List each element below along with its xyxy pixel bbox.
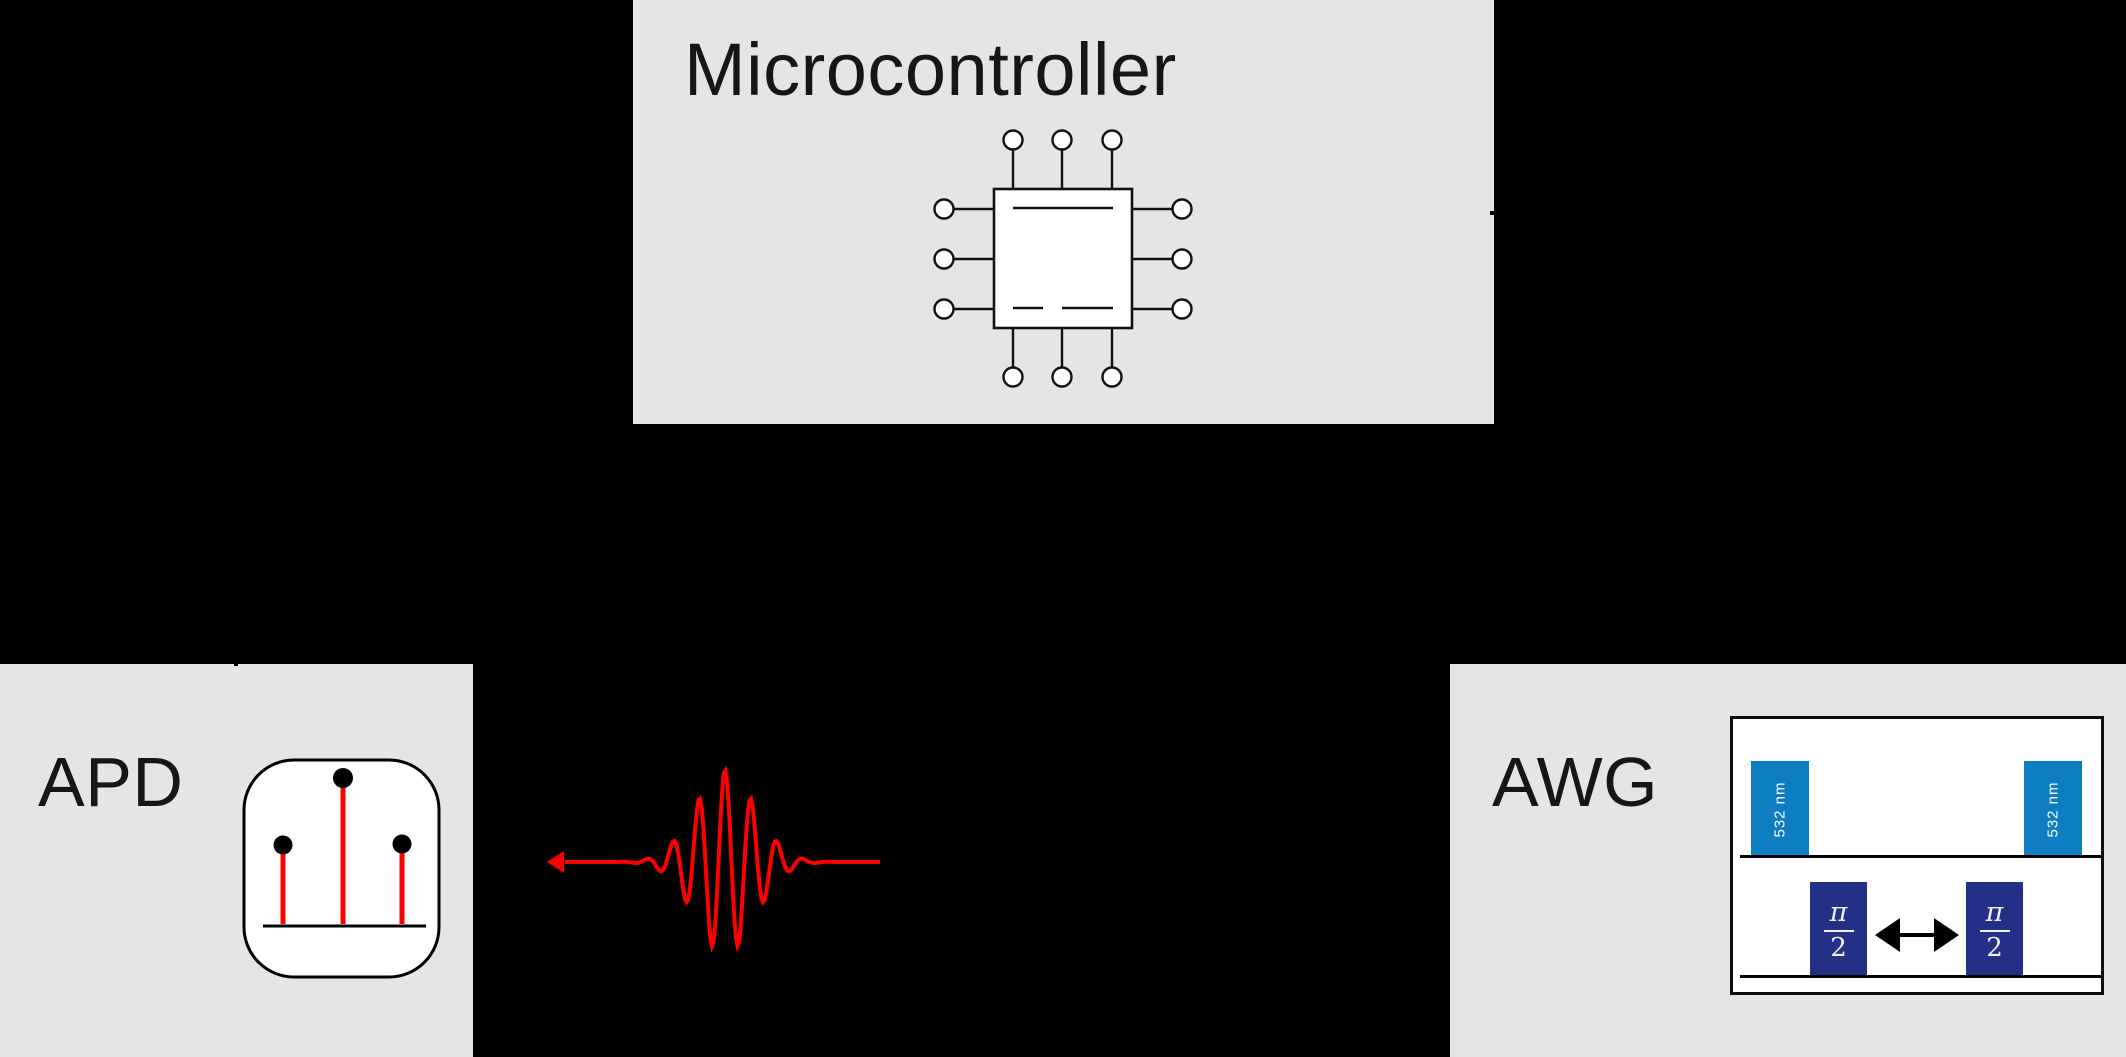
arrow-remnant-tick <box>234 660 238 666</box>
double-headed-arrow-icon <box>1875 918 1959 952</box>
fraction-numerator: π <box>1985 896 2004 928</box>
mw-pulse-bar: π 2 <box>1810 882 1867 977</box>
laser-pulse-wave <box>565 765 880 953</box>
laser-pulse-arrowhead <box>547 851 564 873</box>
microcontroller-chip-icon <box>933 129 1193 388</box>
laser-pulse-bar: 532 nm <box>2024 761 2082 857</box>
laser-pulse-bar-label: 532 nm <box>1771 780 1789 838</box>
mw-timeline <box>1740 975 2101 978</box>
fraction-denominator: 2 <box>1830 932 1847 963</box>
arrow-remnant-tick <box>1490 211 1494 215</box>
laser-timeline <box>1740 855 2101 858</box>
laser-pulse-bar-label: 532 nm <box>2044 780 2062 838</box>
fraction-bar <box>1979 929 2010 932</box>
fraction-bar <box>1823 929 1854 932</box>
apd-label: APD <box>38 743 184 821</box>
laser-pulse-wave-icon <box>547 765 880 953</box>
microcontroller-label: Microcontroller <box>684 28 1177 111</box>
photon-detection-icon <box>242 758 441 979</box>
laser-pulse-bar: 532 nm <box>1751 761 1809 857</box>
fraction-numerator: π <box>1829 896 1848 928</box>
pi-over-2-fraction: π 2 <box>1979 896 2010 963</box>
mw-pulse-bar: π 2 <box>1966 882 2023 977</box>
pi-over-2-fraction: π 2 <box>1823 896 1854 963</box>
pulse-sequence-panel: 532 nm 532 nm π 2 π 2 <box>1730 716 2104 995</box>
awg-label: AWG <box>1492 743 1659 821</box>
fraction-denominator: 2 <box>1986 932 2003 963</box>
